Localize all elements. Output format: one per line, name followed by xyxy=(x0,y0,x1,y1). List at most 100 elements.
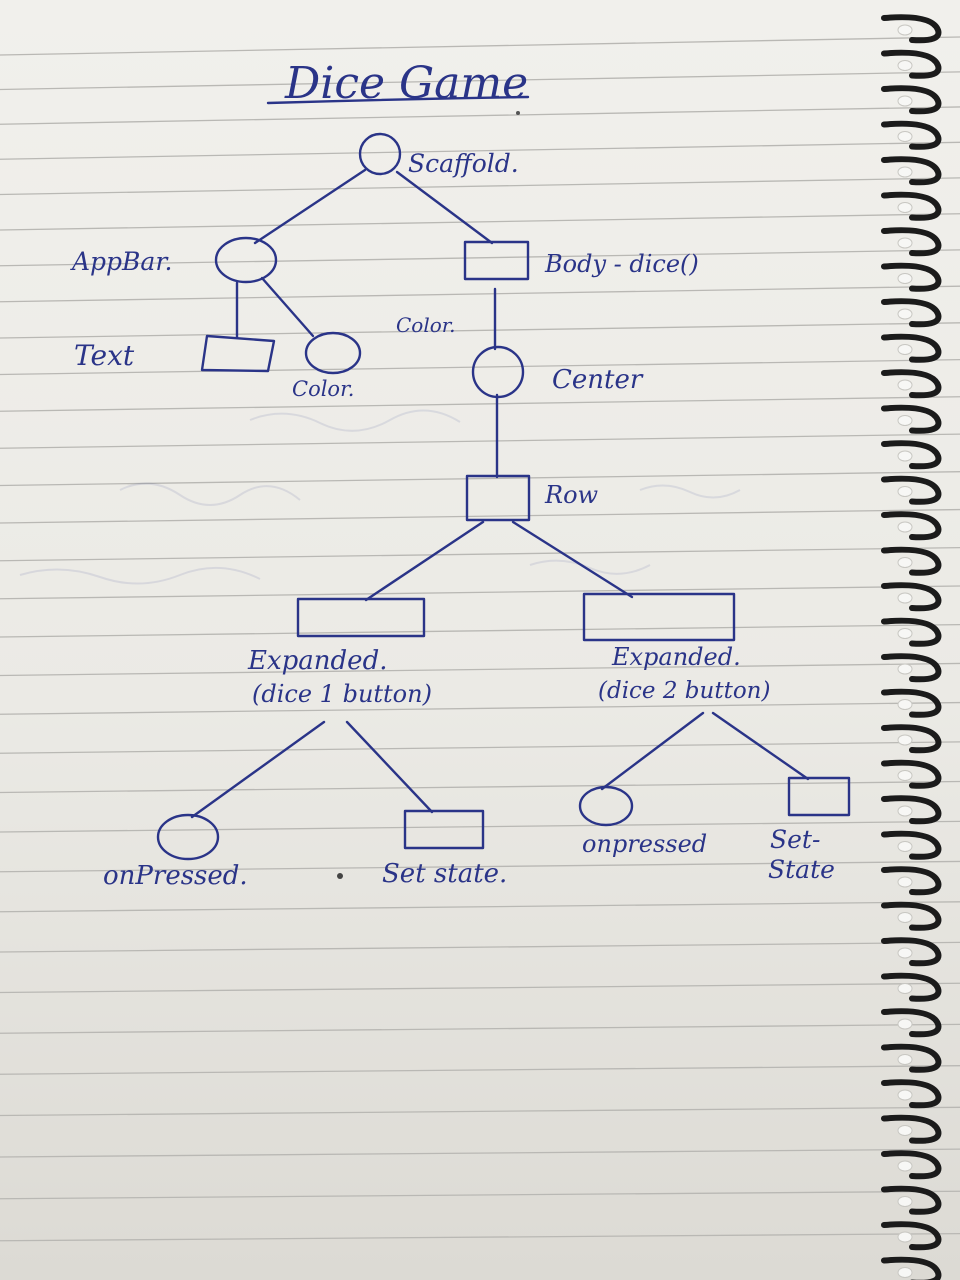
ruled-line xyxy=(0,623,960,638)
spiral-ring xyxy=(881,511,942,541)
expanded1-label-line2: (dice 1 button) xyxy=(252,680,432,708)
binding-hole xyxy=(897,947,913,959)
spiral-ring xyxy=(881,972,942,1002)
text-node-box xyxy=(200,334,276,373)
spiral-ring xyxy=(881,49,942,79)
show-through-marks xyxy=(19,409,741,585)
binding-hole xyxy=(897,912,913,923)
edge-expanded2-onpressed2 xyxy=(600,711,705,791)
appbar-label: AppBar. xyxy=(70,247,173,276)
onpressed1-label: onPressed. xyxy=(103,861,248,891)
spiral-ring xyxy=(881,120,942,150)
spiral-ring xyxy=(881,1008,942,1038)
ruled-line xyxy=(0,106,960,125)
appbar-color-node-circle xyxy=(304,331,362,375)
spiral-ring xyxy=(881,1150,942,1180)
edge-row-expanded1 xyxy=(364,520,485,602)
ink-dot xyxy=(516,111,520,115)
binding-hole xyxy=(897,592,913,604)
ruled-line xyxy=(0,322,960,339)
ruled-line xyxy=(0,177,960,196)
spiral-ring xyxy=(881,1256,942,1280)
diagram-title: Dice Game xyxy=(266,58,530,109)
appbar-node-circle xyxy=(214,236,278,284)
edge-appbar-color xyxy=(260,276,315,338)
spiral-ring xyxy=(881,546,942,576)
binding-hole xyxy=(897,415,913,426)
ruled-line xyxy=(0,547,960,562)
spiral-ring xyxy=(881,1185,942,1215)
spiral-ring xyxy=(881,582,942,612)
binding-hole xyxy=(897,805,913,817)
binding-hole xyxy=(897,1054,913,1065)
ruled-line xyxy=(0,780,960,794)
row-node-box xyxy=(465,474,531,522)
expanded1-node-box xyxy=(296,597,426,638)
binding-hole xyxy=(897,1125,913,1136)
spiral-ring xyxy=(881,830,942,860)
binding-hole xyxy=(897,1018,913,1030)
node-shapes xyxy=(156,132,851,861)
ruled-line xyxy=(0,1148,960,1158)
binding-hole xyxy=(897,237,913,249)
body-color-label: Color. xyxy=(396,313,456,337)
ruled-line xyxy=(0,249,960,267)
ruled-line xyxy=(0,701,960,715)
ruled-line xyxy=(0,860,960,873)
ruled-line xyxy=(0,508,960,524)
spiral-ring xyxy=(881,475,942,505)
binding-hole xyxy=(897,95,913,107)
binding-hole xyxy=(897,344,913,355)
spiral-ring xyxy=(881,369,942,399)
spiral-ring xyxy=(881,191,942,221)
setstate1-node-box xyxy=(403,809,485,850)
binding-hole xyxy=(897,770,913,781)
body-label: Body - dice() xyxy=(544,250,699,278)
spiral-ring xyxy=(881,1114,942,1144)
spiral-ring xyxy=(881,653,942,683)
binding-hole xyxy=(897,60,913,71)
spiral-ring xyxy=(881,14,942,44)
setstate2-node-box xyxy=(787,776,851,817)
setstate2-label-line2: State xyxy=(768,855,835,884)
edge-scaffold-body xyxy=(395,170,494,245)
binding-hole xyxy=(897,1089,913,1101)
ruled-line xyxy=(0,1023,960,1034)
node-labels: Scaffold. AppBar. Body - dice() Text Col… xyxy=(70,149,835,891)
spiral-ring xyxy=(881,1221,942,1251)
edges xyxy=(190,168,810,819)
binding-hole xyxy=(897,308,913,320)
spiral-ring xyxy=(881,404,942,434)
ruled-line xyxy=(0,1106,960,1117)
title-underline xyxy=(266,95,530,105)
binding-hole xyxy=(897,486,913,497)
ruled-line xyxy=(0,359,960,376)
ruled-line xyxy=(0,141,960,160)
appbar-color-label: Color. xyxy=(292,377,354,401)
ruled-line xyxy=(0,941,960,953)
spiral-ring xyxy=(881,937,942,967)
ruled-line xyxy=(0,1232,960,1242)
ruled-line xyxy=(0,585,960,600)
ruled-line xyxy=(0,471,960,487)
ruled-line xyxy=(0,285,960,303)
spiral-ring xyxy=(881,759,942,789)
edge-expanded1-onpressed1 xyxy=(190,720,326,819)
binding-hole xyxy=(897,628,913,639)
binding-hole xyxy=(897,202,913,213)
binding-hole xyxy=(897,663,913,675)
setstate1-label: Set state. xyxy=(382,859,507,889)
binding-hole xyxy=(897,841,913,852)
binding-hole xyxy=(897,1196,913,1207)
spiral-ring xyxy=(881,85,942,115)
spiral-ring xyxy=(881,333,942,363)
binding-hole xyxy=(897,166,913,178)
binding-hole xyxy=(897,450,913,462)
binding-hole xyxy=(897,734,913,746)
spiral-ring xyxy=(881,688,942,718)
spiral-ring xyxy=(881,724,942,754)
binding-hole xyxy=(897,699,913,710)
ruled-line xyxy=(0,1190,960,1200)
center-node-circle xyxy=(471,345,525,399)
edge-expanded2-setstate2 xyxy=(711,711,810,781)
